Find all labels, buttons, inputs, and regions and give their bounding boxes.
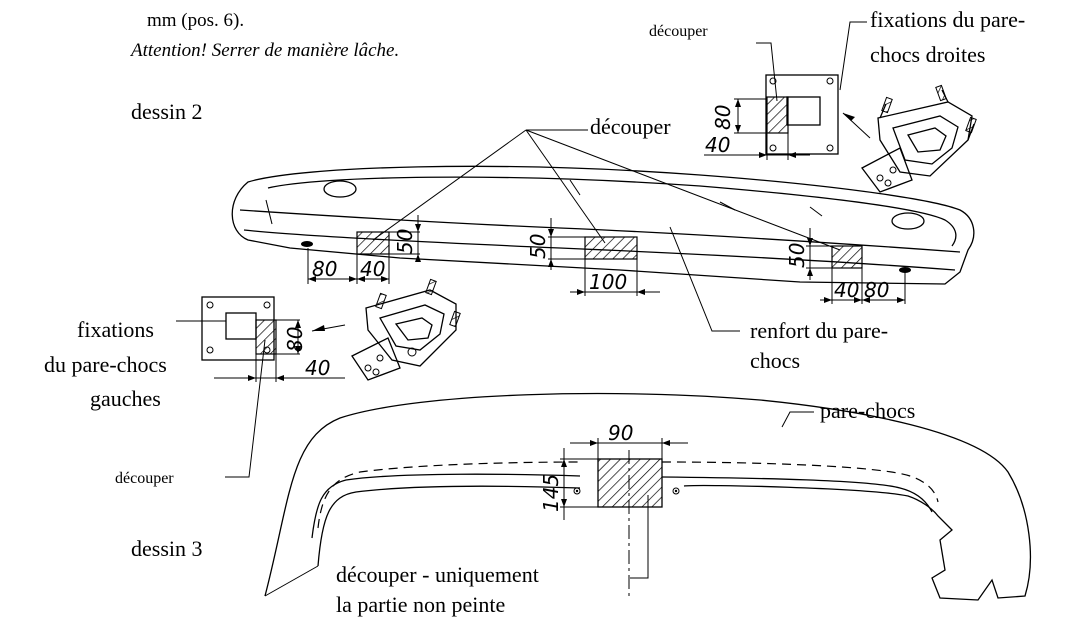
dim-80-right: 80 <box>864 278 889 302</box>
parechocs-label: pare-chocs <box>820 398 915 423</box>
bumper-cover: 90 145 pare-chocs découper - uniquement … <box>264 392 1032 617</box>
renfort-label-2: chocs <box>750 348 800 373</box>
dim-90: 90 <box>608 421 633 445</box>
fix-right-label-1: fixations du pare- <box>870 7 1025 32</box>
renfort-label-1: renfort du pare- <box>750 318 888 343</box>
decouper-label-top-small: découper <box>649 23 708 40</box>
cut-area-right <box>831 245 863 269</box>
dim-50-right: 50 <box>785 243 809 268</box>
fix-left-label-1: fixations <box>77 317 154 342</box>
fix-left-label-2: du pare-chocs <box>44 352 167 377</box>
bumper-cut-area <box>597 458 663 508</box>
right-bracket-3d <box>861 84 977 193</box>
left-bracket-window <box>225 312 257 340</box>
left-bracket-3d <box>351 278 461 381</box>
dim-145: 145 <box>539 474 563 512</box>
dessin-3-label: dessin 3 <box>131 536 203 561</box>
right-bracket-window <box>786 96 821 126</box>
header-line-2: Attention! Serrer de manière lâche. <box>129 40 399 61</box>
right-bracket-plate <box>765 74 839 155</box>
dim-40-right: 40 <box>834 278 859 302</box>
dim-100: 100 <box>589 270 627 294</box>
bottom-label-2: la partie non peinte <box>336 592 505 617</box>
decouper-label-left-small: découper <box>115 470 174 487</box>
cut-area-left <box>356 231 390 255</box>
fix-right-label-2: chocs droites <box>870 42 985 67</box>
bottom-label-1: découper - uniquement <box>336 562 539 587</box>
dim-50-middle: 50 <box>526 234 550 259</box>
dim-80-left-bracket: 80 <box>283 327 307 352</box>
bumper-reinforcement: découper 80 40 50 50 100 50 <box>231 114 975 373</box>
dim-40-left: 40 <box>360 257 385 281</box>
fix-left-label-3: gauches <box>90 386 161 411</box>
dim-80-left: 80 <box>312 257 337 281</box>
left-bracket-detail: 80 40 découper fixations du pare-chocs g… <box>44 296 346 487</box>
right-bracket-cut-area <box>766 96 789 134</box>
dim-40-left-bracket: 40 <box>305 356 330 380</box>
dim-40-right-bracket: 40 <box>705 133 730 157</box>
header-line-1: mm (pos. 6). <box>147 10 244 31</box>
dessin-2-label: dessin 2 <box>131 99 203 124</box>
dim-50-left: 50 <box>393 229 417 254</box>
decouper-label-main: découper <box>590 114 671 139</box>
right-bracket-detail: 80 40 découper fixations du pare- chocs … <box>649 7 1025 160</box>
left-bracket-cut-area <box>255 319 277 355</box>
cut-area-middle <box>584 236 638 260</box>
dim-80-right-bracket: 80 <box>711 105 735 130</box>
